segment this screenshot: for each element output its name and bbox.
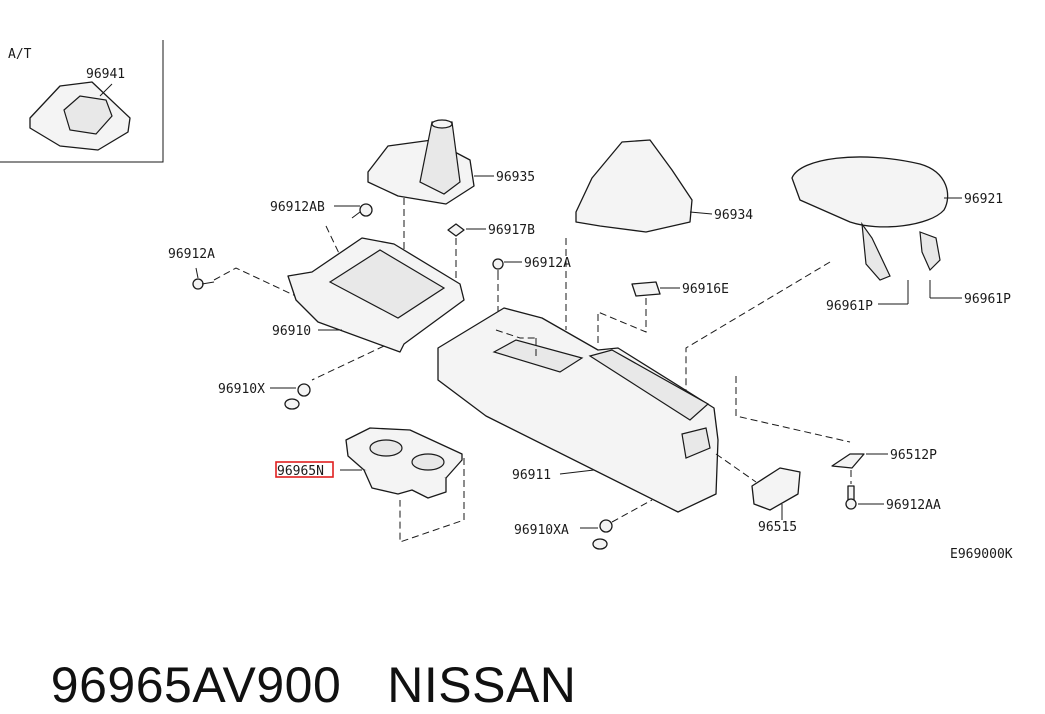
catalog-code: E969000K: [950, 547, 1013, 562]
part-96912AB: 96912AB: [270, 200, 373, 219]
footer: 96965AV900 NISSAN: [22, 598, 576, 714]
label-96916E: 96916E: [682, 282, 729, 297]
label-96515: 96515: [758, 520, 797, 535]
highlight-box: [275, 461, 334, 478]
parts-diagram: A/T 96941 96935 96934 96921 96961P 96961…: [0, 40, 1013, 562]
part-number: 96965AV900: [50, 657, 342, 713]
part-96917B: 96917B: [447, 223, 535, 238]
inset-label: A/T: [8, 47, 32, 62]
brand-name: NISSAN: [387, 657, 577, 713]
label-96961P-2: 96961P: [964, 292, 1011, 307]
label-96935: 96935: [496, 170, 535, 185]
label-96910: 96910: [272, 324, 311, 339]
label-96912A-2: 96912A: [524, 256, 571, 271]
label-96965N: 96965N: [277, 464, 324, 479]
part-96910X: 96910X: [218, 382, 311, 410]
part-96515: 96515: [751, 467, 801, 535]
label-96912AB: 96912AB: [270, 200, 325, 215]
label-96910XA: 96910XA: [514, 523, 569, 538]
label-96512P: 96512P: [890, 448, 937, 463]
part-96910XA: 96910XA: [514, 519, 613, 550]
inset-at: A/T 96941: [0, 40, 164, 163]
label-96912AA: 96912AA: [886, 498, 941, 513]
label-96917B: 96917B: [488, 223, 535, 238]
part-96916E: 96916E: [631, 281, 729, 297]
label-96911: 96911: [512, 468, 551, 483]
label-96912A-1: 96912A: [168, 247, 215, 262]
part-96935: 96935: [367, 119, 535, 205]
part-96934: 96934: [575, 139, 753, 233]
part-96512P: 96512P: [831, 448, 937, 469]
label-96961P-1: 96961P: [826, 299, 873, 314]
part-96912AA: 96912AA: [845, 485, 941, 513]
part-96921: 96921 96961P 96961P: [791, 156, 1011, 314]
part-96965N: 96965N: [275, 427, 463, 499]
label-96941: 96941: [86, 67, 125, 82]
part-96911: 96911: [437, 307, 719, 513]
part-96912A-left: 96912A: [168, 247, 215, 290]
label-96910X: 96910X: [218, 382, 265, 397]
part-96910: 96910: [272, 237, 465, 353]
part-96912A-mid: 96912A: [492, 256, 571, 280]
label-96921: 96921: [964, 192, 1003, 207]
label-96934: 96934: [714, 208, 753, 223]
